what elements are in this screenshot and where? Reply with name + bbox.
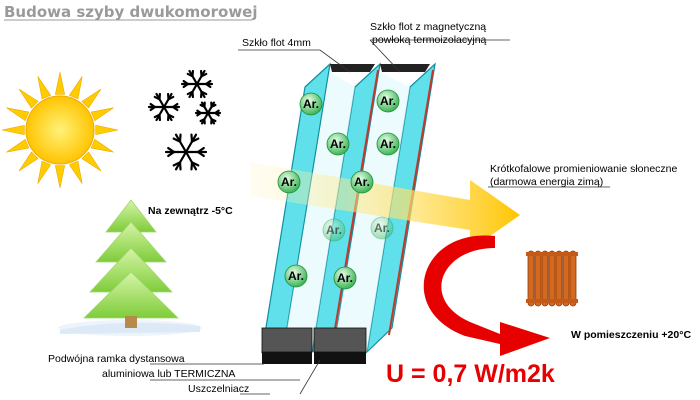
argon-label: Ar.: [330, 137, 346, 151]
argon-label: Ar.: [354, 175, 370, 189]
argon-label: Ar.: [281, 175, 297, 189]
heat-arrow-icon: [423, 235, 550, 356]
sun-icon: [1, 71, 119, 189]
argon-bubble: Ar.: [284, 264, 308, 288]
argon-bubble: Ar.: [350, 170, 374, 194]
label-spacer-1: Podwójna ramka dystansowa: [48, 353, 185, 365]
argon-bubble: Ar.: [333, 266, 357, 290]
tree-icon: [58, 199, 202, 336]
u-value: U = 0,7 W/m2k: [386, 360, 555, 388]
argon-bubble: Ar.: [277, 170, 301, 194]
argon-label: Ar.: [288, 269, 304, 283]
argon-label: Ar.: [326, 223, 342, 237]
argon-label: Ar.: [380, 137, 396, 151]
argon-label: Ar.: [337, 271, 353, 285]
snowflake-icon: [147, 92, 181, 122]
spacer-top-1: [330, 64, 375, 72]
argon-label: Ar.: [303, 97, 319, 111]
spacer-bottom-1: [261, 327, 313, 353]
label-inside-temp: W pomieszczeniu +20°C: [571, 329, 691, 341]
label-sealant: Uszczelniacz: [188, 383, 249, 395]
sealant-bottom-2: [314, 352, 366, 364]
leader-lines: [150, 39, 610, 395]
argon-label: Ar.: [374, 221, 390, 235]
label-spacer-2: aluminiowa lub TERMICZNA: [102, 368, 235, 380]
argon-bubble: Ar.: [299, 92, 323, 116]
spacer-bottom-2: [313, 327, 367, 353]
snowflake-icon: [194, 101, 222, 125]
label-solar-2: (darmowa energia zimą): [490, 176, 603, 188]
argon-label: Ar.: [380, 94, 396, 108]
label-magnetic-glass-2: powłoką termoizolacyjną: [372, 34, 487, 46]
label-outside-temp: Na zewnątrz -5°C: [148, 205, 233, 217]
radiator-icon: [526, 250, 578, 307]
argon-bubble: Ar.: [326, 132, 350, 156]
spacer-top-2: [380, 64, 430, 72]
sealant-bottom-1: [262, 352, 312, 364]
argon-bubble: Ar.: [376, 132, 400, 156]
label-float-glass: Szkło flot 4mm: [242, 37, 311, 49]
label-solar-1: Krótkofalowe promieniowanie słoneczne: [490, 163, 678, 175]
snowflake-icon: [164, 133, 208, 171]
solar-ray-icon: [250, 162, 520, 250]
argon-bubble: Ar.: [322, 218, 346, 242]
diagram-title: Budowa szyby dwukomorowej: [4, 3, 258, 21]
snowflake-icon: [180, 69, 214, 99]
argon-bubble: Ar.: [376, 89, 400, 113]
label-magnetic-glass-1: Szkło flot z magnetyczną: [370, 21, 486, 33]
argon-bubble: Ar.: [370, 216, 394, 240]
